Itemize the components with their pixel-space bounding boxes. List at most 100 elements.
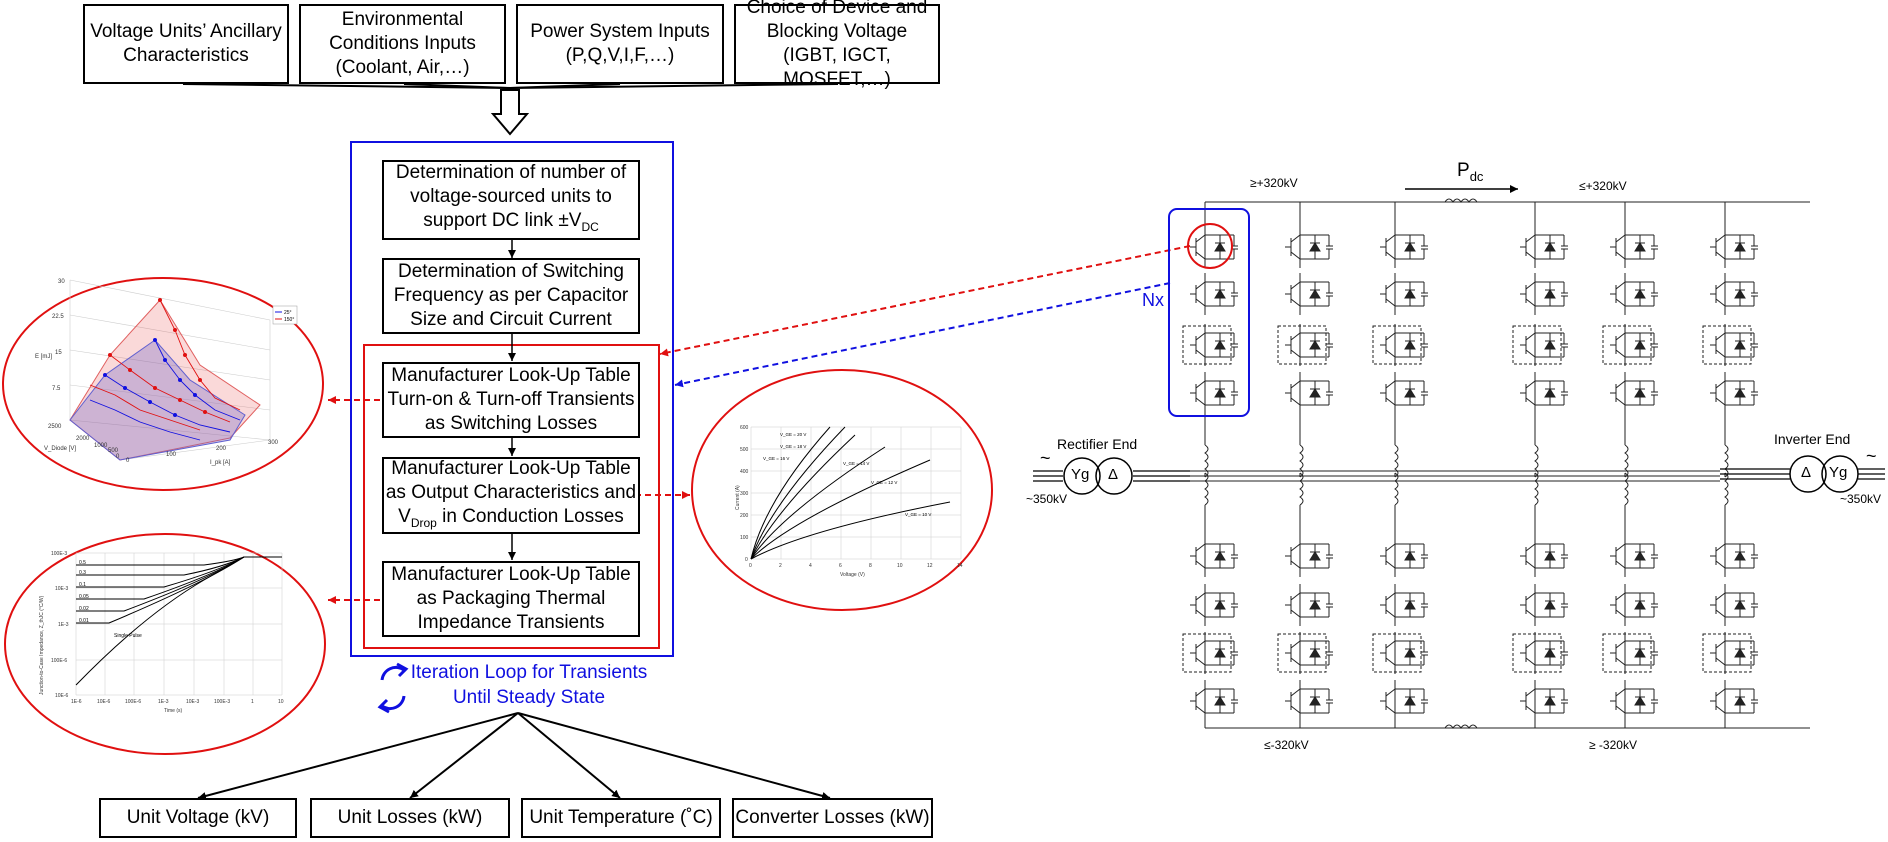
submodule-cell xyxy=(1182,324,1238,366)
x-tick: 14 xyxy=(957,563,963,569)
curve-label: V_GE = 16 V xyxy=(763,456,789,461)
blue-dashed-link xyxy=(674,282,1171,388)
output-unit-voltage: Unit Voltage (kV) xyxy=(99,798,297,838)
submodule-cell xyxy=(1610,273,1658,315)
rectifier-transformer xyxy=(1063,457,1133,495)
submodule-cell xyxy=(1512,324,1568,366)
y-tick: 500 xyxy=(740,447,749,453)
submodule-cell xyxy=(1190,680,1238,722)
submodule-cell xyxy=(1602,324,1658,366)
switching-chart-ellipse xyxy=(2,277,324,491)
y-tick: 600 xyxy=(740,425,749,431)
right-ac-source-icon: ~ xyxy=(1866,446,1877,466)
v-tick: 0 xyxy=(116,454,120,460)
submodule-cell xyxy=(1380,535,1428,577)
submodule-cell xyxy=(1190,226,1238,268)
x-tick: 0 xyxy=(749,563,752,569)
y-tick: 300 xyxy=(740,491,749,497)
legend-item: 25° xyxy=(284,310,292,316)
v-tick: 2500 xyxy=(48,424,62,430)
i-axis-label: I_pk [A] xyxy=(210,460,231,466)
rectifier-yg-symbol: Yg xyxy=(1071,466,1090,483)
x-tick: 1E-3 xyxy=(158,699,169,705)
nx-label: Nx xyxy=(1142,290,1164,310)
i-tick: 0 xyxy=(126,458,130,464)
inverter-end-label: Inverter End xyxy=(1774,431,1851,447)
y-tick: 100E-3 xyxy=(51,551,67,557)
output-unit-losses: Unit Losses (kW) xyxy=(310,798,510,838)
left-ac-voltage-label: ~350kV xyxy=(1026,492,1068,506)
iteration-loop-label: Iteration Loop for Transients Until Stea… xyxy=(410,662,648,708)
step-number-of-units: Determination of number of voltage-sourc… xyxy=(382,160,640,240)
single-pulse-label: Single Pulse xyxy=(114,633,142,639)
output-chart-ellipse xyxy=(691,369,993,611)
submodule-cell xyxy=(1710,680,1758,722)
submodule-cell xyxy=(1520,372,1568,414)
x-tick: 2 xyxy=(779,563,782,569)
y-tick: 400 xyxy=(740,469,749,475)
submodule-cell xyxy=(1190,584,1238,626)
submodule-cell xyxy=(1380,680,1428,722)
submodule-cell xyxy=(1190,273,1238,315)
y-tick: 10E-3 xyxy=(55,586,69,592)
curve-label: 0.5 xyxy=(79,560,86,566)
curve-label: 0.3 xyxy=(79,570,86,576)
x-tick: 10E-3 xyxy=(186,699,200,705)
right-ac-voltage-label: ~350kV xyxy=(1840,492,1882,506)
x-tick: 100E-6 xyxy=(125,699,141,705)
submodule-cell xyxy=(1610,680,1658,722)
x-tick: 100E-3 xyxy=(214,699,230,705)
submodule-cell xyxy=(1285,535,1333,577)
submodule-cell xyxy=(1602,632,1658,674)
submodule-cell xyxy=(1520,226,1568,268)
submodule-cell xyxy=(1702,324,1758,366)
i-tick: 300 xyxy=(268,440,279,446)
submodule-cell xyxy=(1512,632,1568,674)
device-highlight-circle xyxy=(1187,223,1233,269)
curve-label: V_GE = 18 V xyxy=(780,444,806,449)
y-tick: 100E-6 xyxy=(51,658,67,664)
submodule-cell xyxy=(1520,273,1568,315)
inverter-yg-symbol: Yg xyxy=(1829,464,1848,481)
output-unit-temperature: Unit Temperature (˚C) xyxy=(521,798,721,838)
input-box-power-system: Power System Inputs(P,Q,V,I,F,…) xyxy=(516,4,724,84)
x-tick: 1E-6 xyxy=(71,699,82,705)
z-tick: 15 xyxy=(55,350,62,356)
v-tick: 2000 xyxy=(76,436,90,442)
curve-label: V_GE = 14 V xyxy=(843,461,869,466)
submodule-cell xyxy=(1277,632,1333,674)
submodule-cell xyxy=(1380,273,1428,315)
output-diverge-lines xyxy=(197,712,831,800)
nx-selection-box xyxy=(1168,208,1250,417)
submodule-cell xyxy=(1520,535,1568,577)
x-tick: 8 xyxy=(869,563,872,569)
rectifier-end-label: Rectifier End xyxy=(1057,436,1138,452)
top-right-voltage-label: ≤+320kV xyxy=(1579,179,1627,193)
y-tick: 100 xyxy=(740,535,749,541)
switching-energy-3d-chart: 30 22.5 15 7.5 E [mJ] 2500 2000 1000 500… xyxy=(35,279,298,466)
x-axis-label: Time (s) xyxy=(164,708,182,714)
x-tick: 12 xyxy=(927,563,933,569)
inverter-delta-symbol: Δ xyxy=(1801,464,1812,481)
curve-label: V_GE = 20 V xyxy=(780,432,806,437)
iteration-loop-icon xyxy=(377,662,409,714)
output-characteristics-chart: V_GE = 20 V V_GE = 18 V V_GE = 16 V V_GE… xyxy=(735,425,963,578)
submodule-cell xyxy=(1285,680,1333,722)
y-tick: 10E-6 xyxy=(55,693,69,699)
submodule-cell xyxy=(1380,584,1428,626)
x-tick: 10 xyxy=(897,563,903,569)
submodule-cell xyxy=(1710,372,1758,414)
red-dashed-links xyxy=(328,245,1191,604)
output-converter-losses: Converter Losses (kW) xyxy=(732,798,933,838)
v-tick: 500 xyxy=(108,448,119,454)
i-tick: 200 xyxy=(216,446,227,452)
rectifier-delta-symbol: Δ xyxy=(1108,466,1119,483)
submodule-cell xyxy=(1380,372,1428,414)
z-tick: 30 xyxy=(58,279,65,285)
